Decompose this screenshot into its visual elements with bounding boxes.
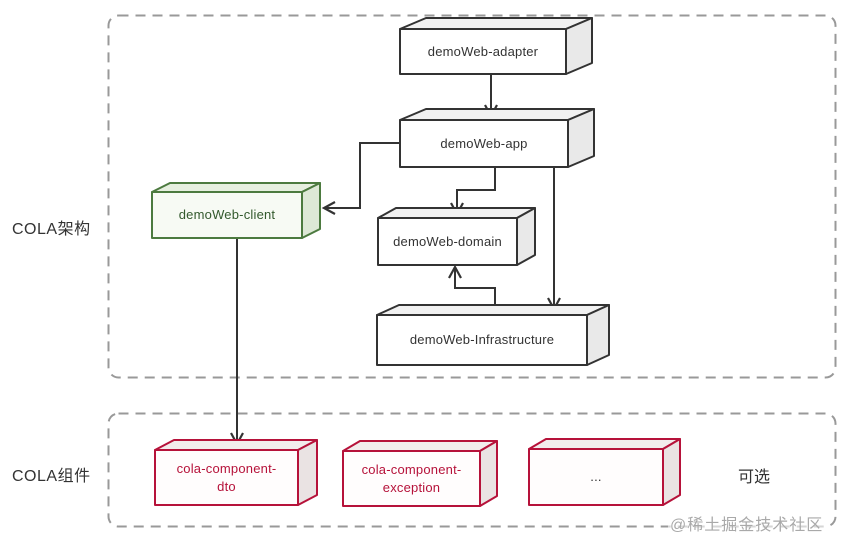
node-cola-component-exception-label: cola-component- exception xyxy=(361,461,462,495)
node-demoweb-infrastructure-label: demoWeb-Infrastructure xyxy=(409,332,555,348)
components-section-label: COLA组件 xyxy=(12,468,91,485)
node-more-components-label: ... xyxy=(590,469,602,485)
node-demoweb-client-label: demoWeb-client xyxy=(178,207,276,223)
node-cola-component-exception-shape xyxy=(342,440,498,507)
node-demoweb-app-label: demoWeb-app xyxy=(440,135,528,151)
node-cola-component-dto-label: cola-component- dto xyxy=(176,460,277,494)
components-container-border xyxy=(107,412,837,528)
watermark: @稀土掘金技术社区 xyxy=(668,511,826,535)
node-more-components-shape xyxy=(528,438,681,506)
edge-infrastructure-to-domain xyxy=(448,264,496,305)
node-cola-component-dto-shape xyxy=(154,439,318,506)
edge-app-to-client xyxy=(321,142,400,215)
node-demoweb-adapter-shape xyxy=(399,17,593,75)
architecture-container-border xyxy=(107,14,837,379)
edge-app-to-domain xyxy=(450,167,496,217)
optional-annotation: 可选 xyxy=(738,469,771,486)
node-demoweb-client-shape xyxy=(151,182,321,239)
architecture-section-label: COLA架构 xyxy=(12,221,91,238)
node-demoweb-domain-label: demoWeb-domain xyxy=(393,233,502,249)
node-demoweb-app-shape xyxy=(399,108,595,168)
edges xyxy=(230,74,561,447)
node-demoweb-adapter-label: demoWeb-adapter xyxy=(427,43,539,59)
node-demoweb-infrastructure-shape xyxy=(376,304,610,366)
node-demoweb-domain-shape xyxy=(377,207,536,266)
